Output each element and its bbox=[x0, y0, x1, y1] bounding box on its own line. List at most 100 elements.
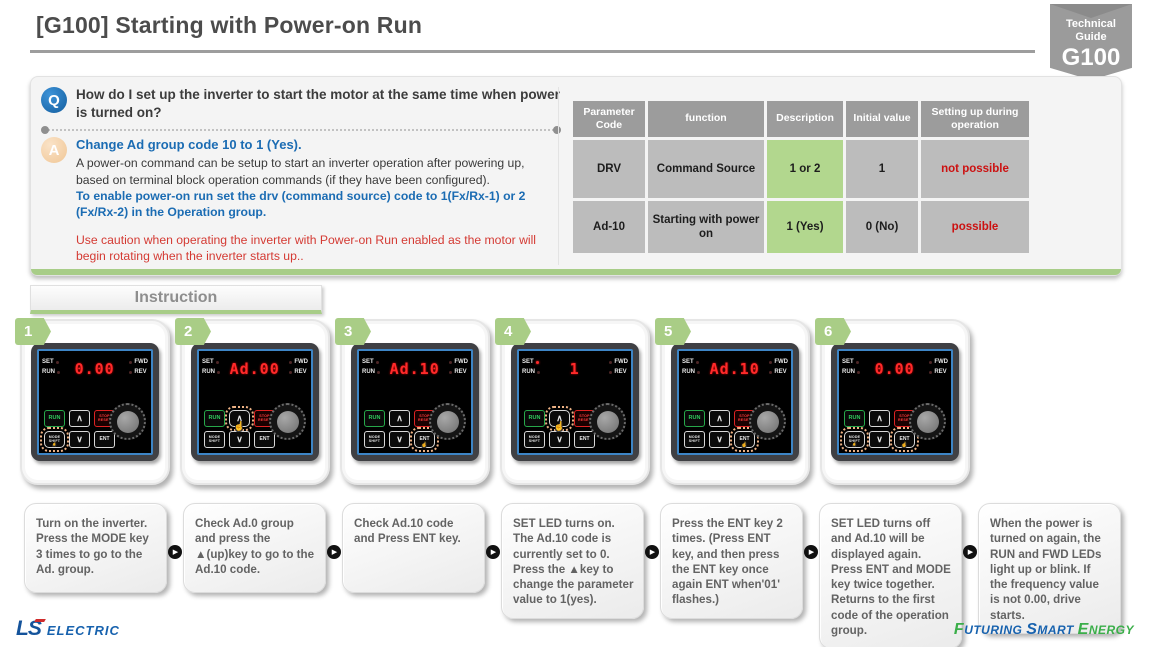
function-cell: Command Source bbox=[648, 140, 764, 198]
run-led: RUN bbox=[202, 369, 220, 375]
rev-led: REV bbox=[289, 369, 308, 375]
setting-cell: possible bbox=[921, 201, 1029, 253]
instruction-step-card-4: 4 SET RUN 1 FWD REV bbox=[495, 318, 650, 485]
table-header: Parameter Code bbox=[573, 101, 645, 137]
description-cell: 1 or 2 bbox=[767, 140, 843, 198]
answer-caution: Use caution when operating the inverter … bbox=[76, 232, 536, 263]
up-button: ∧☝ bbox=[545, 406, 574, 431]
next-arrow-icon: ▶ bbox=[167, 545, 183, 559]
fwd-led: FWD bbox=[289, 359, 308, 365]
ent-button: ENT☝ bbox=[890, 427, 919, 452]
set-led: SET bbox=[202, 359, 220, 365]
hand-pointer-icon: ☝ bbox=[421, 442, 428, 448]
instruction-step-card-5: 5 SET RUN Ad.10 FWD REV bbox=[655, 318, 810, 485]
set-led: SET bbox=[362, 359, 380, 365]
table-header: function bbox=[648, 101, 764, 137]
step-number-badge: 1 bbox=[15, 318, 51, 345]
step-text-2: Check Ad.0 group and press the ▲(up)key … bbox=[183, 503, 326, 593]
seven-segment-display: Ad.10 bbox=[389, 360, 440, 378]
seven-segment-display: Ad.00 bbox=[229, 360, 280, 378]
step-text-4: SET LED turns on. The Ad.10 code is curr… bbox=[501, 503, 644, 619]
answer-icon: A bbox=[41, 137, 67, 164]
run-button: RUN bbox=[364, 410, 385, 427]
green-accent-bar bbox=[31, 269, 1121, 275]
instruction-label: Instruction bbox=[134, 289, 218, 306]
step-description-row: Turn on the inverter. Press the MODE key… bbox=[24, 503, 1121, 647]
next-arrow-icon: ▶ bbox=[962, 545, 978, 559]
ent-button: ENT bbox=[94, 431, 115, 448]
ent-button: ENT☝ bbox=[410, 427, 439, 452]
table-header: Setting up during operation bbox=[921, 101, 1029, 137]
fwd-led: FWD bbox=[929, 359, 948, 365]
speed-knob bbox=[109, 403, 146, 440]
next-arrow-icon: ▶ bbox=[485, 545, 501, 559]
hand-pointer-icon: ☝ bbox=[741, 442, 748, 448]
step-number-badge: 2 bbox=[175, 318, 211, 345]
parameter-table: Parameter Code function Description Init… bbox=[570, 98, 1032, 256]
step-number-badge: 6 bbox=[815, 318, 851, 345]
ent-button: ENT☝ bbox=[730, 427, 759, 452]
keypad-panel-row: 1 SET RUN 0.00 FWD REV bbox=[15, 318, 970, 485]
down-button: ∨ bbox=[229, 431, 250, 448]
instruction-step-card-2: 2 SET RUN Ad.00 FWD REV bbox=[175, 318, 330, 485]
next-arrow-icon: ▶ bbox=[326, 545, 342, 559]
speed-knob bbox=[749, 403, 786, 440]
rev-led: REV bbox=[129, 369, 148, 375]
ent-button: ENT bbox=[574, 431, 595, 448]
badge-line2: Guide bbox=[1075, 31, 1107, 44]
rev-led: REV bbox=[449, 369, 468, 375]
hand-pointer-icon: ☝ bbox=[553, 421, 566, 431]
run-button: RUN bbox=[844, 410, 865, 427]
badge-code: G100 bbox=[1061, 44, 1121, 72]
run-button: RUN bbox=[524, 410, 545, 427]
answer-highlight: To enable power-on run set the drv (comm… bbox=[76, 188, 526, 219]
up-button: ∧ bbox=[869, 410, 890, 427]
seven-segment-display: 0.00 bbox=[74, 360, 115, 378]
table-row: Ad-10 Starting with power on 1 (Yes) 0 (… bbox=[573, 201, 1029, 253]
initial-value-cell: 1 bbox=[846, 140, 918, 198]
set-led: SET bbox=[682, 359, 700, 365]
run-led: RUN bbox=[362, 369, 380, 375]
step-number-badge: 4 bbox=[495, 318, 531, 345]
down-button: ∨ bbox=[869, 431, 890, 448]
step-text-1: Turn on the inverter. Press the MODE key… bbox=[24, 503, 167, 593]
run-led: RUN bbox=[682, 369, 700, 375]
down-button: ∨ bbox=[69, 431, 90, 448]
set-led: SET bbox=[842, 359, 860, 365]
table-header: Description bbox=[767, 101, 843, 137]
set-led: SET bbox=[522, 359, 540, 365]
set-led: SET bbox=[42, 359, 60, 365]
table-row: DRV Command Source 1 or 2 1 not possible bbox=[573, 140, 1029, 198]
ent-button: ENT bbox=[254, 431, 275, 448]
description-cell: 1 (Yes) bbox=[767, 201, 843, 253]
down-button: ∨ bbox=[389, 431, 410, 448]
rev-led: REV bbox=[769, 369, 788, 375]
speed-knob bbox=[909, 403, 946, 440]
instruction-step-card-6: 6 SET RUN 0.00 FWD REV bbox=[815, 318, 970, 485]
param-code-cell: Ad-10 bbox=[573, 201, 645, 253]
fwd-led: FWD bbox=[129, 359, 148, 365]
rev-led: REV bbox=[609, 369, 628, 375]
step-text-5: Press the ENT key 2 times. (Press ENT ke… bbox=[660, 503, 803, 619]
up-button: ∧☝ bbox=[225, 406, 254, 431]
question-text: How do I set up the inverter to start th… bbox=[76, 87, 560, 121]
next-arrow-icon: ▶ bbox=[803, 545, 819, 559]
step-text-6: SET LED turns off and Ad.10 will be disp… bbox=[819, 503, 962, 647]
fwd-led: FWD bbox=[609, 359, 628, 365]
run-led: RUN bbox=[522, 369, 540, 375]
instruction-step-card-3: 3 SET RUN Ad.10 FWD REV bbox=[335, 318, 490, 485]
run-led: RUN bbox=[842, 369, 860, 375]
hand-pointer-icon: ☝ bbox=[233, 421, 246, 431]
instruction-section-header: Instruction bbox=[30, 285, 322, 314]
